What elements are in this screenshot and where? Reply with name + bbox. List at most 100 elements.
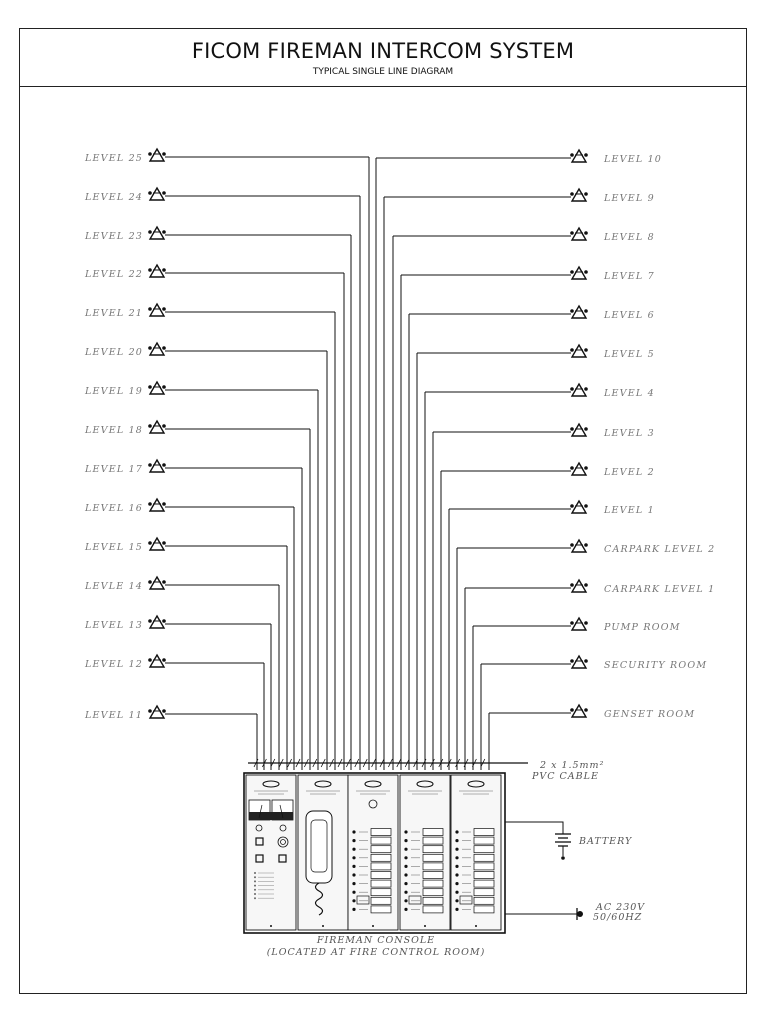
brand-logo-icon [467,780,485,788]
zone-button [370,836,392,845]
zone-led-icon [455,899,459,903]
zone-led-icon [404,847,408,851]
station-label-right: LEVEL 10 [603,154,662,165]
cable-tick [404,758,410,768]
fireman-handset-icon [148,704,166,719]
cable-tick [371,758,376,768]
fireman-handset-icon [148,575,166,590]
station-label-left: LEVEL 11 [84,710,143,721]
wiring [165,156,571,770]
fireman-handset-icon [148,225,166,240]
station-label-right: LEVEL 6 [603,310,655,321]
zone-button [370,862,392,871]
zone-button [473,853,495,862]
station-label-right: PUMP ROOM [603,622,681,633]
fireman-console [243,772,506,934]
cable-tick [438,758,444,768]
zone-led-icon [404,873,408,877]
zone-led-icon [404,907,408,912]
console-module [450,774,502,931]
fireman-handset-icon [148,536,166,551]
station-label-left: LEVLE 14 [84,581,143,592]
zone-led-icon [455,864,459,869]
module-panel [245,774,297,931]
cable-tick [463,758,469,768]
zone-button [370,828,392,836]
station-label-left: LEVEL 13 [84,620,143,631]
zone-led-icon [404,882,408,886]
fireman-handset-icon [570,265,588,280]
brand-logo-icon [262,780,280,788]
fireman-handset-icon [148,263,166,278]
zone-button [473,888,495,897]
station-label-left: LEVEL 25 [84,153,143,164]
station-label-left: LEVEL 12 [84,659,143,670]
zone-led-icon [455,873,459,877]
zone-led-icon [455,856,459,860]
zone-button [370,879,392,888]
cable-tick [295,758,301,768]
console-location: (LOCATED AT FIRE CONTROL ROOM) [267,947,486,958]
zone-led-icon [455,907,459,912]
station-label-left: LEVEL 18 [84,425,143,436]
function-label [459,895,473,905]
cable-tick [388,758,393,768]
ac-plug-icon [577,911,583,917]
meter-base [249,812,293,820]
function-label [356,895,370,905]
zone-button [370,871,392,879]
station-label-left: LEVEL 24 [84,192,143,203]
zone-led-icon [455,839,459,843]
brand-logo-icon [314,780,332,788]
cable-tick [262,758,267,768]
cable-tick [379,758,385,768]
cable-tick [270,758,276,768]
station-label-left: LEVEL 19 [84,386,143,397]
zone-led-icon [352,830,356,834]
zone-button [370,905,392,914]
ac-supply-voltage: AC 230V [595,902,645,913]
zone-button [422,879,444,888]
station-label-right: LEVEL 9 [603,193,655,204]
fireman-handset-icon [148,497,166,512]
cable-tick [446,758,452,768]
zone-button [422,845,444,854]
zone-button [473,836,495,845]
cable-tick [421,758,427,768]
station-label-left: LEVEL 23 [84,231,143,242]
zone-button [422,896,444,905]
handset-icon [310,819,328,873]
zone-led-icon [404,830,408,834]
cable-tick [320,758,326,768]
cable-tick [362,758,368,768]
ac-supply-frequency: 50/60HZ [593,912,642,923]
station-label-left: LEVEL 20 [84,347,143,358]
zone-led-icon [455,890,459,894]
zone-button [422,871,444,879]
knob-icon [279,824,287,832]
zone-button [422,836,444,845]
zone-button [422,853,444,862]
brand-logo-icon [364,780,382,788]
cable-type: PVC CABLE [531,771,599,782]
screw-icon [270,925,272,927]
station-label-left: LEVEL 17 [84,464,143,475]
fireman-handset-icon [570,703,588,718]
zone-button [370,896,392,905]
status-led-icon [254,888,256,891]
function-label [408,895,422,905]
cable-tick [455,758,460,768]
status-led-icon [254,897,256,900]
fireman-handset-icon [148,302,166,317]
key-switch-icon [368,799,378,809]
zone-led-icon [404,899,408,903]
zone-led-icon [404,864,408,869]
battery-wire [505,821,564,834]
fireman-handset-icon [148,341,166,356]
zone-led-icon [455,847,459,851]
meter-needle [279,804,284,819]
cable-spec: 2 x 1.5mm² [539,760,604,771]
cable-tick [346,758,351,768]
zone-led-icon [352,856,356,860]
